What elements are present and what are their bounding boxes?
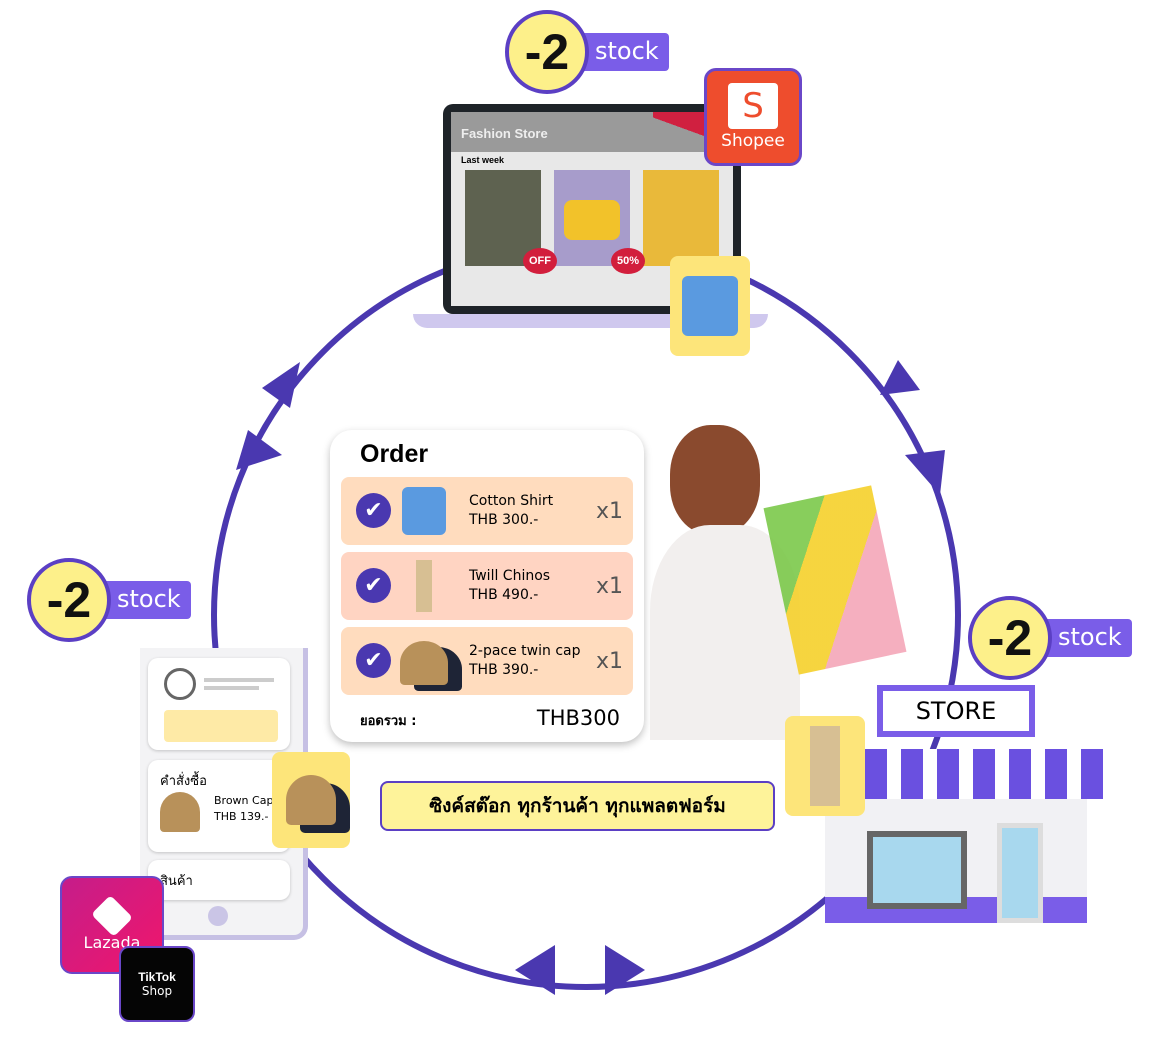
arrow-icon (262, 362, 300, 408)
item-name: Brown Cap (214, 794, 274, 807)
arrow-icon (515, 945, 555, 995)
store-awning (865, 749, 1115, 799)
arrow-icon (905, 450, 945, 495)
order-item: ✔ 2-pace twin cap THB 390.- x1 (341, 627, 633, 695)
store-sign: STORE (877, 685, 1035, 737)
item-name: Twill Chinos (469, 568, 551, 584)
arrow-icon (880, 360, 920, 395)
cap-thumbnail (272, 752, 350, 848)
cap-icon (160, 792, 200, 832)
stock-change: -2 (968, 596, 1052, 680)
arrow-icon (236, 430, 282, 470)
item-qty: x1 (595, 574, 623, 599)
avatar-icon (164, 668, 196, 700)
check-icon[interactable]: ✔ (356, 568, 391, 603)
stock-label: stock (103, 581, 191, 619)
stock-change: -2 (27, 558, 111, 642)
chinos-icon (810, 726, 840, 806)
cap-icon (396, 633, 452, 689)
sale-tag: OFF (523, 248, 557, 274)
orders-card: คำสั่งซื้อ Brown Cap THB 139.- (148, 760, 290, 852)
products-card: สินค้า (148, 860, 290, 900)
chinos-thumbnail (785, 716, 865, 816)
stock-label: stock (581, 33, 669, 71)
product-image (643, 170, 719, 266)
products-label: สินค้า (160, 874, 193, 889)
item-name: 2-pace twin cap (469, 643, 581, 659)
tiktok-shop-label: Shop (141, 984, 173, 998)
tiktok-shop-logo: TikTok Shop (119, 946, 195, 1022)
stock-badge-store: -2 stock (968, 596, 1132, 680)
shirt-icon (682, 276, 738, 336)
mobile-app: คำสั่งซื้อ Brown Cap THB 139.- สินค้า (140, 648, 308, 940)
order-item: ✔ Cotton Shirt THB 300.- x1 (341, 477, 633, 545)
check-icon[interactable]: ✔ (356, 643, 391, 678)
sale-tag: 50% (611, 248, 645, 274)
lazada-box-icon (91, 894, 133, 937)
shirt-icon (396, 483, 452, 539)
orders-label: คำสั่งซื้อ (160, 774, 207, 789)
shopee-label: Shopee (721, 131, 785, 151)
order-item: ✔ Twill Chinos THB 490.- x1 (341, 552, 633, 620)
stock-badge-marketplace: -2 stock (27, 558, 191, 642)
stock-change: -2 (505, 10, 589, 94)
stock-badge-shopee: -2 stock (505, 10, 669, 94)
order-card: Order ✔ Cotton Shirt THB 300.- x1 ✔ Twil… (330, 430, 644, 742)
arrow-icon (605, 945, 645, 995)
shopee-logo: S Shopee (704, 68, 802, 166)
item-price: THB 300.- (469, 512, 539, 528)
item-name: Cotton Shirt (469, 493, 554, 509)
stock-label: stock (1044, 619, 1132, 657)
home-button[interactable] (208, 906, 228, 926)
order-title: Order (360, 440, 429, 468)
shopper-photo (650, 425, 920, 740)
check-icon[interactable]: ✔ (356, 493, 391, 528)
item-qty: x1 (595, 649, 623, 674)
profile-card (148, 658, 290, 750)
section-title: Last week (461, 155, 505, 165)
item-qty: x1 (595, 499, 623, 524)
shopee-bag-icon: S (728, 83, 778, 129)
shirt-thumbnail (670, 256, 750, 356)
sync-stock-banner: ซิงค์สต๊อก ทุกร้านค้า ทุกแพลตฟอร์ม (380, 781, 775, 831)
total-label: ยอดรวม : (360, 714, 417, 729)
item-price: THB 490.- (469, 587, 539, 603)
cap-icon (286, 775, 336, 825)
tiktok-label: TikTok (138, 970, 176, 984)
item-price: THB 139.- (214, 810, 269, 823)
chinos-icon (396, 558, 452, 614)
total-value: THB300 (536, 706, 620, 730)
item-price: THB 390.- (469, 662, 539, 678)
